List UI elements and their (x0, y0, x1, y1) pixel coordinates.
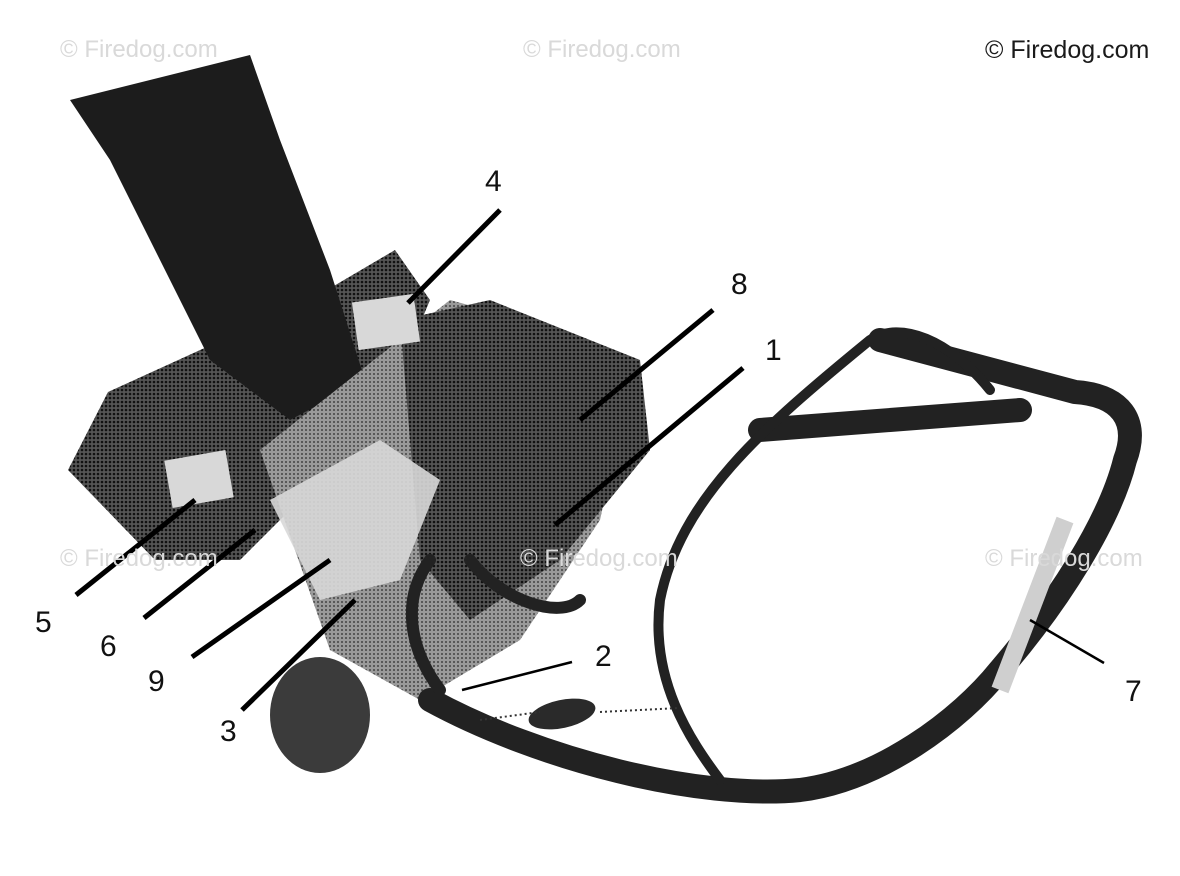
watermark-main: © Firedog.com (985, 36, 1150, 64)
plug-dotted (479, 707, 681, 721)
watermark-faint: © Firedog.com (985, 545, 1143, 572)
watermark-faint: © Firedog.com (520, 545, 678, 572)
leader-8 (578, 308, 715, 422)
watermark-faint: © Firedog.com (60, 545, 218, 572)
leader-7 (1029, 618, 1105, 665)
leader-2 (461, 660, 573, 692)
wheel (270, 657, 370, 773)
callout-4: 4 (485, 165, 502, 198)
callout-1: 1 (765, 334, 782, 367)
decal-5 (164, 449, 234, 509)
cord (405, 554, 586, 696)
discharge-chute (70, 55, 365, 420)
leader-3 (240, 598, 357, 712)
decal-4 (351, 293, 421, 351)
callout-7: 7 (1125, 675, 1142, 708)
callout-3: 3 (220, 715, 237, 748)
watermark-faint: © Firedog.com (523, 36, 681, 63)
callout-9: 9 (148, 665, 165, 698)
plug (528, 698, 596, 730)
callout-5: 5 (35, 606, 52, 639)
handle-grip-light (991, 516, 1074, 694)
leader-4 (406, 208, 502, 305)
leader-6 (142, 528, 257, 620)
leader-5 (74, 498, 197, 597)
leader-lines (74, 208, 745, 712)
leader-1 (553, 366, 745, 527)
callout-6: 6 (100, 630, 117, 663)
callout-2: 2 (595, 640, 612, 673)
upper-body (400, 300, 650, 620)
instruction-label (270, 440, 440, 600)
handle-bar (418, 328, 1142, 804)
callout-8: 8 (731, 268, 748, 301)
watermark-faint: © Firedog.com (60, 36, 218, 63)
leader-9 (190, 557, 332, 660)
inner-handle (653, 327, 995, 785)
